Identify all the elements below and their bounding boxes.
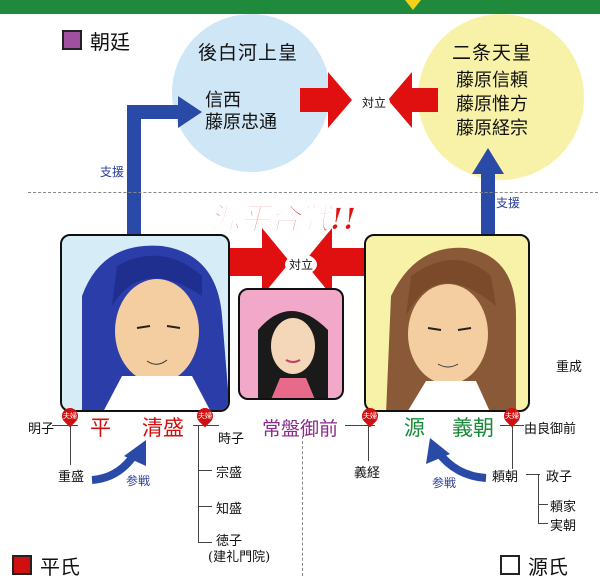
minamoto-son: 頼朝 — [492, 470, 519, 485]
support-label-left: 支援 — [100, 165, 125, 179]
court-conflict-arrow-left — [388, 72, 438, 128]
tokiwa-portrait — [238, 288, 344, 400]
tree-line — [52, 425, 78, 426]
court-conflict-arrow-right — [300, 72, 352, 128]
taira-wife-right: 時子 — [218, 432, 245, 447]
minamoto-yoshitomo-name: 義朝 — [452, 416, 494, 440]
minamoto-face-icon — [386, 247, 516, 410]
support-label-right: 支援 — [496, 196, 521, 210]
tree-line — [512, 425, 513, 469]
taira-child: 宗盛 — [216, 466, 243, 481]
tree-line — [198, 425, 199, 543]
court-legend-label: 朝廷 — [90, 30, 130, 54]
minamoto-portrait — [364, 234, 530, 412]
court-separator — [28, 192, 598, 193]
nijo-circle — [418, 14, 584, 180]
support-arrowhead-right — [472, 148, 504, 174]
nijo-member: 藤原惟方 — [456, 94, 528, 115]
tree-line — [198, 470, 212, 471]
tree-line — [70, 425, 71, 465]
court-legend-swatch — [62, 30, 82, 50]
taira-son-shigemori: 重盛 — [58, 470, 85, 485]
tree-line — [526, 474, 540, 475]
minamoto-legend-label: 源氏 — [528, 555, 568, 579]
taira-face-icon — [82, 245, 228, 410]
taira-child: 徳子 — [216, 534, 243, 549]
tree-line — [368, 425, 369, 461]
taira-legend-swatch — [12, 555, 32, 575]
go-shirakawa-member: 藤原忠通 — [205, 112, 277, 133]
top-marker-icon — [405, 0, 421, 10]
taira-surname: 平 — [90, 416, 111, 440]
tokiwa-name: 常盤御前 — [262, 418, 339, 440]
support-arrowhead-left — [178, 96, 202, 128]
taira-participate-label: 参戦 — [126, 474, 151, 488]
minamoto-side-label: 重成 — [556, 360, 583, 375]
nijo-member: 藤原信頼 — [456, 70, 528, 91]
war-title: 源平合戦!! — [209, 202, 357, 238]
war-conflict-label: 対立 — [285, 254, 318, 275]
taira-legend-label: 平氏 — [40, 555, 80, 579]
war-conflict-arrow-left — [304, 228, 366, 296]
taira-child-note: (建礼門院) — [208, 550, 271, 565]
minamoto-grandchild: 頼家 — [550, 500, 577, 515]
taira-wife-left: 明子 — [28, 422, 55, 437]
go-shirakawa-title: 後白河上皇 — [198, 42, 299, 64]
top-banner — [0, 0, 600, 14]
taira-kiyomori-name: 清盛 — [142, 416, 184, 440]
minamoto-wife: 由良御前 — [524, 422, 577, 437]
tree-line — [198, 542, 212, 543]
minamoto-grandchild: 政子 — [546, 470, 573, 485]
nijo-member: 藤原経宗 — [456, 118, 528, 139]
participate-arrowhead-minamoto — [426, 438, 450, 464]
tree-line — [538, 504, 548, 505]
tree-line — [538, 523, 548, 524]
clan-separator — [302, 436, 303, 576]
taira-child: 知盛 — [216, 502, 243, 517]
minamoto-grandchild: 実朝 — [550, 519, 577, 534]
tree-line — [198, 506, 212, 507]
go-shirakawa-member: 信西 — [205, 90, 241, 111]
war-conflict-arrow-right — [228, 228, 290, 296]
participate-arrowhead-taira — [124, 440, 146, 466]
court-conflict-label: 対立 — [358, 92, 391, 113]
minamoto-participate-label: 参戦 — [432, 476, 457, 490]
taira-portrait — [60, 234, 230, 412]
nijo-title: 二条天皇 — [452, 42, 533, 64]
support-arrow-left — [127, 105, 180, 236]
minamoto-legend-swatch — [500, 555, 520, 575]
tokiwa-child: 義経 — [354, 466, 381, 481]
tree-line — [345, 425, 375, 426]
tokiwa-face-icon — [258, 311, 328, 398]
minamoto-surname: 源 — [404, 416, 425, 440]
tree-line — [538, 474, 539, 524]
